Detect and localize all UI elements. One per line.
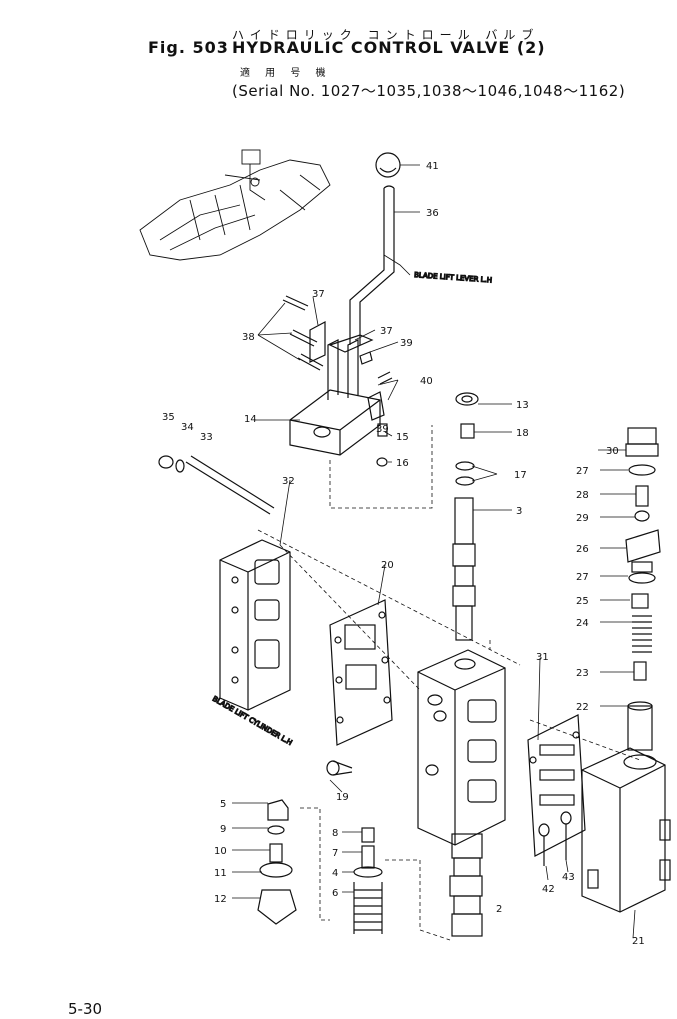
- label-34: 34: [181, 422, 194, 433]
- label-42: 42: [542, 884, 555, 895]
- label-19: 19: [336, 792, 349, 803]
- label-6: 6: [332, 888, 338, 899]
- label-leaders: [232, 164, 636, 939]
- japanese-title: ハイドロリック コントロール バルブ: [232, 28, 540, 42]
- label-40: 40: [420, 376, 433, 387]
- label-37a: 37: [312, 289, 325, 300]
- label-39a: 39: [400, 338, 413, 349]
- label-18: 18: [516, 428, 529, 439]
- plug-19: [326, 760, 353, 776]
- pins: [282, 295, 324, 371]
- relief-valve-parts: [625, 427, 661, 751]
- label-37b: 37: [380, 326, 393, 337]
- spool-stack: [452, 392, 479, 641]
- label-35: 35: [162, 412, 175, 423]
- label-38: 38: [242, 332, 255, 343]
- label-8: 8: [332, 828, 338, 839]
- label-22: 22: [576, 702, 589, 713]
- gasket-20: [329, 599, 393, 746]
- label-43: 43: [562, 872, 575, 883]
- cylinder-note: BLADE LIFT CYLINDER L.H: [211, 695, 293, 747]
- lever-note: BLADE LIFT LEVER L.H: [414, 271, 492, 284]
- bolts: [359, 351, 393, 467]
- label-30: 30: [606, 446, 619, 457]
- part-labels: 41 36 37 37 38 39 40 39 14 15 16 13 18 1…: [162, 161, 645, 947]
- label-26: 26: [576, 544, 589, 555]
- label-23: 23: [576, 668, 589, 679]
- label-20: 20: [381, 560, 394, 571]
- figure-title: HYDRAULIC CONTROL VALVE (2): [232, 38, 546, 57]
- label-24: 24: [576, 618, 589, 629]
- label-25: 25: [576, 596, 589, 607]
- leader-lines: [257, 425, 641, 941]
- label-10: 10: [214, 846, 227, 857]
- page-number: 5-30: [68, 1000, 103, 1018]
- machine-location-inset: [139, 149, 331, 261]
- label-15: 15: [396, 432, 409, 443]
- label-27b: 27: [576, 572, 589, 583]
- blade-lift-lever: [349, 185, 395, 345]
- label-32: 32: [282, 476, 295, 487]
- serial-japanese: 適 用 号 機: [240, 68, 332, 79]
- figure-number: Fig. 503: [148, 38, 229, 57]
- label-5a: 5: [220, 799, 226, 810]
- label-13: 13: [516, 400, 529, 411]
- label-28: 28: [576, 490, 589, 501]
- label-27a: 27: [576, 466, 589, 477]
- label-29: 29: [576, 513, 589, 524]
- spring-assembly: [353, 827, 383, 934]
- spool-2: [449, 833, 483, 937]
- valve-section-right: [581, 747, 671, 913]
- label-12: 12: [214, 894, 227, 905]
- label-4: 4: [332, 868, 338, 879]
- valve-section-center: [417, 649, 506, 846]
- label-16: 16: [396, 458, 409, 469]
- valve-section-left: [219, 539, 291, 711]
- screws-42-43: [538, 811, 572, 866]
- label-14: 14: [244, 414, 257, 425]
- label-31: 31: [536, 652, 549, 663]
- label-36: 36: [426, 208, 439, 219]
- label-41: 41: [426, 161, 439, 172]
- check-valve-parts: [257, 799, 297, 925]
- label-33: 33: [200, 432, 213, 443]
- label-17: 17: [514, 470, 527, 481]
- label-21: 21: [632, 936, 645, 947]
- gasket-31: [527, 714, 586, 857]
- lever-bracket: [289, 321, 385, 456]
- label-39b: 39: [376, 424, 389, 435]
- label-3: 3: [516, 506, 522, 517]
- lever-knob: [375, 152, 401, 178]
- tie-rod: [158, 455, 275, 515]
- label-11: 11: [214, 868, 227, 879]
- label-2: 2: [496, 904, 502, 915]
- serial-range: (Serial No. 1027～1035,1038～1046,1048～116…: [232, 82, 626, 100]
- label-7: 7: [332, 848, 338, 859]
- label-9: 9: [220, 824, 226, 835]
